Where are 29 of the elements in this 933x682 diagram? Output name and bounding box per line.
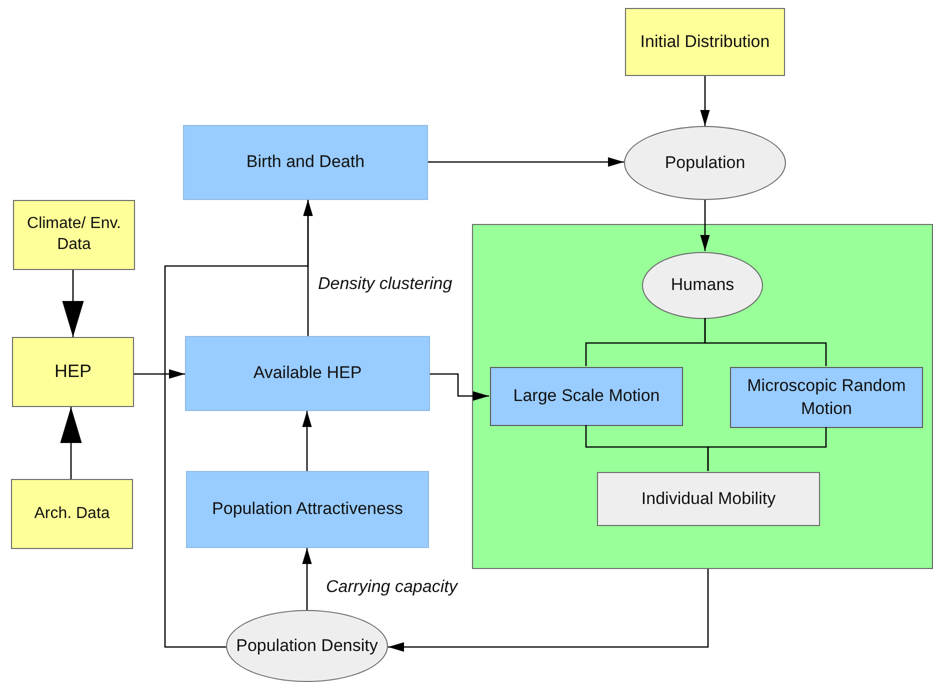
edge-label: Carrying capacity [326, 577, 458, 598]
arrow [700, 200, 710, 251]
connector-line [707, 427, 827, 471]
process-box: Population Attractiveness [186, 471, 429, 548]
arrow [302, 548, 312, 610]
ellipse-node: Population [624, 126, 786, 200]
arrow [60, 407, 82, 479]
process-box: Available HEP [185, 336, 430, 411]
ellipse-node: Humans [642, 252, 763, 319]
arrow [134, 369, 185, 379]
process-box: Birth and Death [183, 125, 428, 200]
arrow [303, 200, 313, 336]
process-box: Large Scale Motion [490, 367, 683, 426]
process-box: Climate/ Env. Data [13, 200, 135, 270]
arrow [388, 569, 709, 652]
arrow [430, 373, 489, 401]
arrow [62, 270, 84, 337]
process-box: Initial Distribution [625, 8, 785, 76]
container-box [472, 224, 933, 569]
process-box: Arch. Data [11, 479, 133, 549]
connector-line [704, 318, 827, 366]
process-box: HEP [12, 337, 134, 407]
ellipse-node: Population Density [226, 610, 388, 682]
process-box: Microscopic Random Motion [730, 367, 923, 428]
arrow [302, 411, 312, 471]
process-box: Individual Mobility [597, 472, 820, 526]
edge-label: Density clustering [318, 274, 452, 294]
arrow [700, 76, 710, 126]
arrow [428, 157, 624, 167]
